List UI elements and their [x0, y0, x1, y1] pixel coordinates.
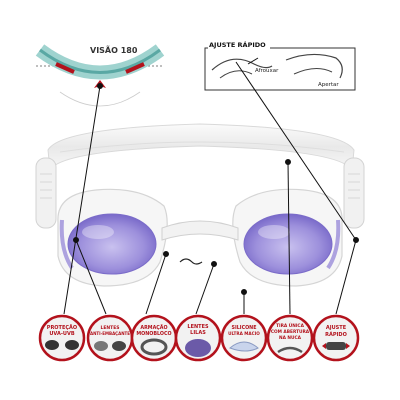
single-strap-icon: [277, 346, 303, 354]
feature-badge-monoblock: ARMAÇÃO MONOBLOCO: [130, 314, 178, 362]
feature-label: PROTEÇÃO: [47, 324, 77, 331]
feature-badge-quick-adjust: AJUSTE RÁPIDO: [312, 314, 360, 362]
feature-label: UVA-UVB: [49, 331, 74, 337]
left-lens: [67, 213, 157, 275]
callout-uv: [63, 85, 101, 315]
feature-label: RÁPIDO: [325, 331, 347, 338]
callout-adjust-inset: [235, 61, 357, 241]
vision-180-label: VISÃO 180: [90, 45, 138, 55]
feature-badge-uv: PROTEÇÃO UVA-UVB: [38, 314, 86, 362]
feature-label: LILAS: [190, 330, 206, 336]
quick-adjust-icon: [326, 342, 346, 350]
callout-anti-fog: [75, 239, 107, 315]
feature-label: ULTRA MACIO: [228, 331, 260, 336]
brand-logo-mark: [179, 258, 203, 265]
callout-monoblock: [145, 253, 167, 315]
feature-label: TIRA ÚNICA: [276, 322, 304, 329]
loosen-label: Afrouxar: [255, 68, 279, 74]
right-lens: [243, 213, 333, 275]
feature-label: ANTI-EMBAÇANTE: [90, 331, 130, 336]
feature-badge-silicone: SILICONE ULTRA MACIO: [220, 314, 268, 362]
vision-180-inset: VISÃO 180: [35, 44, 165, 107]
monoblock-frame-icon: [140, 338, 168, 356]
feature-label: COM ABERTURA: [271, 329, 310, 335]
nose-bridge: [161, 220, 239, 241]
quick-adjust-title: AJUSTE RÁPIDO: [209, 40, 266, 49]
feature-label: LENTES: [100, 325, 119, 331]
hand-loosen-sketch: [211, 58, 273, 71]
feature-label: ARMAÇÃO: [140, 324, 167, 331]
vision-arc: [59, 91, 141, 107]
feature-label: AJUSTE: [326, 325, 347, 331]
anti-fog-icon: [94, 341, 108, 351]
left-strap-clip: [35, 157, 57, 229]
callout-strap: [287, 161, 291, 315]
callout-adjust: [335, 239, 357, 315]
callout-lilac: [195, 263, 215, 315]
feature-label: LENTES: [187, 324, 209, 330]
head-strap: [47, 123, 355, 172]
hand-tighten-sketch: [285, 53, 343, 79]
tighten-label: Apertar: [318, 82, 339, 88]
feature-label: NA NUCA: [279, 335, 302, 341]
loosen-arrow: [247, 57, 259, 65]
quick-adjust-inset: AJUSTE RÁPIDO Afrouxar Apertar: [204, 40, 356, 91]
feature-badges: PROTEÇÃO UVA-UVB LENTES ANTI-EMBAÇANTE A…: [38, 314, 360, 362]
lilac-lenses-icon: [185, 339, 211, 357]
silicone-icon: [229, 341, 259, 352]
feature-label: SILICONE: [232, 325, 257, 331]
feature-badge-strap: TIRA ÚNICA COM ABERTURA NA NUCA: [266, 314, 314, 362]
feature-badge-lilac: LENTES LILAS: [174, 314, 222, 362]
callout-lines: [63, 61, 359, 315]
feature-label: MONOBLOCO: [136, 331, 171, 337]
uv-protection-icon: [45, 340, 59, 350]
inset-frame: [204, 47, 356, 91]
feature-badge-anti-fog: LENTES ANTI-EMBAÇANTE: [86, 314, 134, 362]
right-strap-clip: [343, 157, 365, 229]
